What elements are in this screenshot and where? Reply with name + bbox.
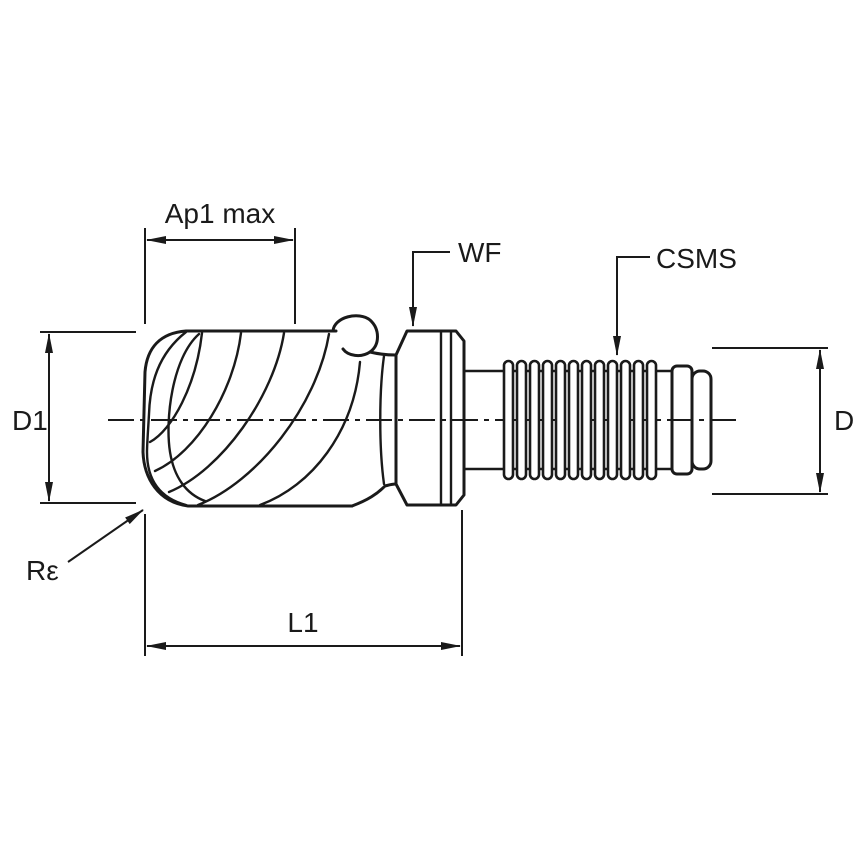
thread-ridge [554,359,567,481]
thread-ridge [502,359,515,481]
label-d1: D1 [12,405,48,436]
collar [394,329,466,507]
neck-bottom-line [350,482,398,508]
flute-helix-line [196,332,331,507]
flute-helix-line [167,331,286,494]
neck-boundary-arc [379,354,386,486]
label-wf: WF [458,237,502,268]
thread-ridge [580,359,593,481]
thread-ridges [502,359,658,481]
label-csms: CSMS [656,243,737,274]
end-cap [690,369,713,471]
cutter-head [141,314,379,508]
thread-ridge [645,359,658,481]
thread-ridge [619,359,632,481]
thread-ridge [567,359,580,481]
dim-d [712,347,828,495]
flute-helix-line [148,331,204,444]
dim-csms [613,256,650,356]
thread-ridge [515,359,528,481]
leader-line [409,251,450,327]
thread-ridge [528,359,541,481]
neck [350,350,398,508]
leader-line [613,256,650,356]
dim-r-epsilon [67,509,144,563]
end-face-tooth-curve [167,332,207,503]
flute-helix-line [258,360,362,507]
flute-helix-line [153,331,243,473]
dim-wf [409,251,450,327]
dim-ap1-max [144,228,296,324]
dim-d1 [40,331,136,504]
thread-ridge [606,359,619,481]
leader-line [67,509,144,563]
end-face-tooth-curve [145,330,188,507]
neck-top-line [368,350,398,357]
collar-outline [394,329,466,507]
label-r-epsilon: Rε [26,555,59,586]
thread-ridge [593,359,606,481]
flute-end-lobe [331,314,379,358]
label-l1: L1 [287,607,318,638]
cutter-outline [141,329,354,508]
threaded-shank [464,359,672,481]
dim-l1 [144,510,463,656]
label-ap1-max: Ap1 max [165,198,276,229]
shank-end [670,364,713,476]
label-d: D [834,405,854,436]
thread-ridge [632,359,645,481]
thread-ridge [541,359,554,481]
